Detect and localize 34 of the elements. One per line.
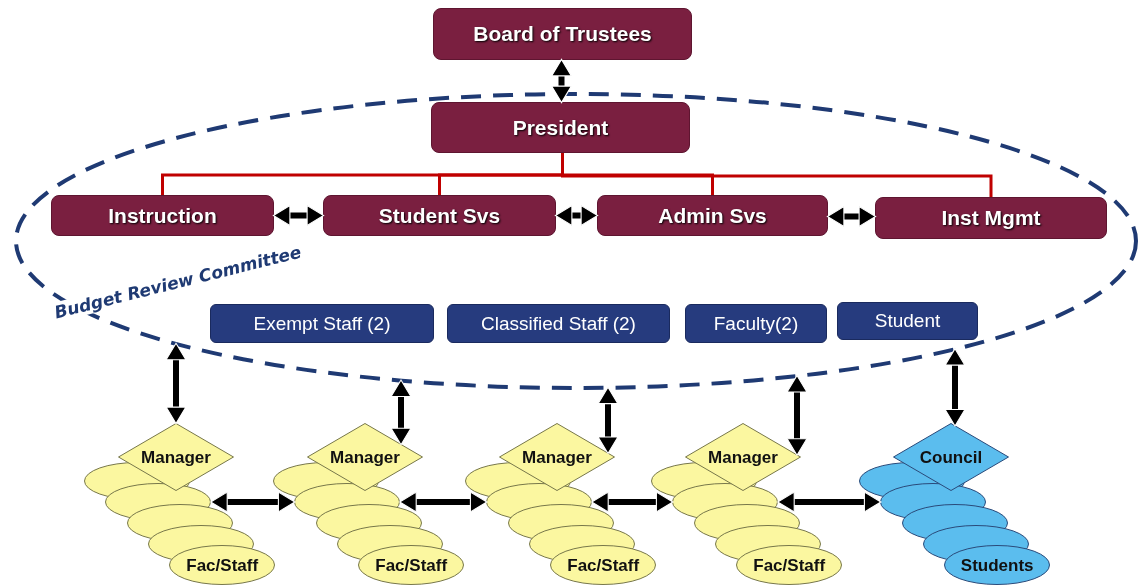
node-label: Council [919,448,983,466]
double-arrow [826,206,877,227]
connector-line [561,153,993,197]
node-label: Manager [522,448,592,466]
member-box: Exempt Staff (2) [210,304,434,343]
org-box: Instruction [51,195,274,236]
double-arrow [551,58,572,104]
node-label: Manager [330,448,400,466]
double-arrow [399,491,488,513]
node-label: Fac/Staff [375,556,448,574]
org-box: Inst Mgmt [875,197,1107,239]
node-label: Manager [141,448,211,466]
double-arrow [272,205,325,226]
org-box: President [431,102,690,153]
double-arrow [165,342,187,425]
double-arrow [390,379,412,446]
double-arrow [944,348,966,427]
double-arrow [210,491,296,513]
org-box: Student Svs [323,195,556,236]
member-box: Classified Staff (2) [447,304,670,343]
org-box: Admin Svs [597,195,828,236]
member-box: Student [837,302,978,340]
double-arrow [554,205,599,226]
double-arrow [786,374,808,456]
node-label: Fac/Staff [567,556,640,574]
node-label: Manager [708,448,778,466]
double-arrow [597,386,619,455]
node-label: Fac/Staff [753,556,826,574]
node-label: Fac/Staff [186,556,259,574]
node-label: Students [960,556,1034,574]
org-box: Board of Trustees [433,8,692,60]
double-arrow [591,491,674,513]
member-box: Faculty(2) [685,304,827,343]
double-arrow [777,491,882,513]
